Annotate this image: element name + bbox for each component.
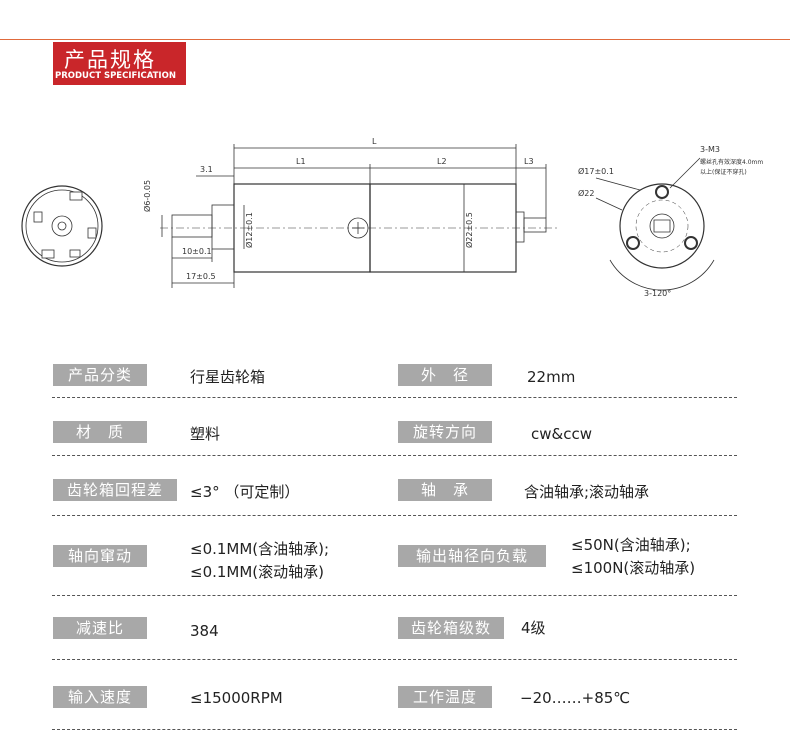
end-view-labels: Ø17±0.1 Ø22 3-M3 螺丝孔有效深度4.0mm 以上(保证不穿孔) …	[578, 145, 763, 298]
spec-label: 输入速度	[53, 686, 147, 708]
dimension-labels: L L1 L2 L3 3.1 10±0.1 17±0.5 Ø6-0.05 Ø12…	[142, 137, 534, 281]
spec-label: 旋转方向	[398, 421, 492, 443]
spec-value: ≤0.1MM(滚动轴承)	[190, 563, 325, 581]
spec-value: ≤3° （可定制）	[190, 483, 300, 501]
section-title-banner	[53, 42, 186, 85]
dim-d22: Ø22±0.5	[464, 212, 474, 248]
spec-value: 行星齿轮箱	[190, 368, 266, 386]
side-view	[160, 144, 560, 288]
input-end-view	[21, 185, 103, 267]
dim-17: 17±0.5	[186, 272, 216, 281]
spec-value: −20……+85℃	[520, 689, 631, 707]
section-title: 产品规格	[64, 48, 156, 72]
technical-drawing: L L1 L2 L3 3.1 10±0.1 17±0.5 Ø6-0.05 Ø12…	[21, 137, 763, 298]
dim-d6: Ø6-0.05	[142, 180, 152, 212]
dim-m3: 3-M3	[700, 145, 720, 154]
dim-end-d22: Ø22	[578, 188, 594, 198]
spec-value: 含油轴承;滚动轴承	[524, 483, 650, 501]
dim-L1: L1	[296, 157, 306, 166]
dim-m3-note1: 螺丝孔有效深度4.0mm	[700, 158, 763, 166]
spec-value: ≤50N(含油轴承);	[571, 536, 691, 554]
spec-label: 齿轮箱回程差	[53, 479, 177, 501]
spec-label: 产品分类	[53, 364, 147, 386]
row-divider	[52, 515, 737, 516]
row-divider	[52, 729, 737, 730]
row-divider	[52, 659, 737, 660]
spec-value: 22mm	[527, 368, 576, 386]
spec-label: 材 质	[53, 421, 147, 443]
dim-L3: L3	[524, 157, 534, 166]
spec-label: 减速比	[53, 617, 147, 639]
spec-value: 塑料	[190, 425, 221, 443]
dim-m3-note2: 以上(保证不穿孔)	[700, 168, 747, 176]
spec-label: 齿轮箱级数	[398, 617, 504, 639]
spec-label: 工作温度	[398, 686, 492, 708]
spec-value: 384	[190, 622, 219, 640]
row-divider	[52, 397, 737, 398]
spec-value: cw&ccw	[531, 425, 592, 443]
spec-label: 轴 承	[398, 479, 492, 501]
section-subtitle: PRODUCT SPECIFICATION	[55, 71, 176, 81]
row-divider	[52, 595, 737, 596]
dim-10: 10±0.1	[182, 247, 212, 256]
spec-label: 外 径	[398, 364, 492, 386]
dim-d12: Ø12±0.1	[244, 212, 254, 248]
dim-end-d17: Ø17±0.1	[578, 166, 614, 176]
output-end-view	[595, 157, 715, 291]
dim-3-1: 3.1	[200, 165, 213, 174]
spec-label: 输出轴径向负载	[398, 545, 546, 567]
spec-value: ≤15000RPM	[190, 689, 283, 707]
header-rule	[0, 39, 790, 40]
dim-L2: L2	[437, 157, 447, 166]
spec-value: ≤100N(滚动轴承)	[571, 559, 696, 577]
spec-value: ≤0.1MM(含油轴承);	[190, 540, 330, 558]
spec-label: 轴向窜动	[53, 545, 147, 567]
row-divider	[52, 455, 737, 456]
dim-angle: 3-120°	[644, 289, 671, 298]
spec-value: 4级	[521, 619, 546, 637]
dim-L: L	[372, 137, 377, 146]
